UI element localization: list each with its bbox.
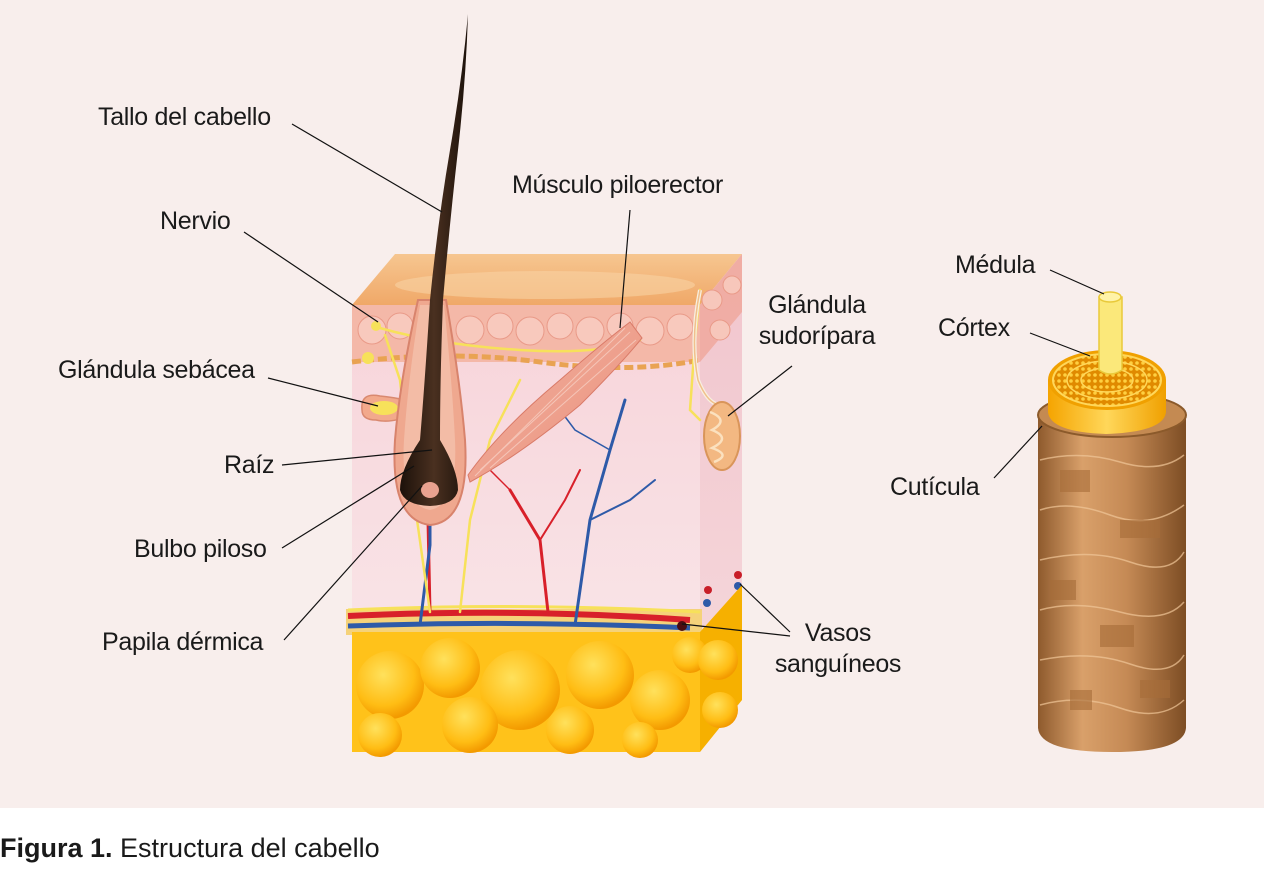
label-dermal-papilla: Papila dérmica	[102, 628, 264, 656]
leader-lines	[243, 123, 1105, 641]
label-sweat-gland-line2: sudorípara	[758, 322, 876, 351]
fat-cells	[356, 637, 738, 758]
label-sebaceous-gland: Glándula sebácea	[58, 356, 255, 384]
figure-caption: Figura 1. Estructura del cabello	[0, 833, 380, 873]
label-blood-vessels-line1: Vasos	[804, 619, 872, 647]
artery-main	[347, 609, 691, 623]
label-medulla: Médula	[955, 251, 1036, 279]
caption-text: Estructura del cabello	[120, 833, 380, 863]
vein-main	[347, 620, 691, 631]
medulla-core	[1098, 296, 1123, 375]
label-nerve: Nervio	[160, 207, 231, 235]
label-cortex: Córtex	[938, 314, 1010, 342]
dermal-papilla	[421, 482, 439, 498]
arrector-pili-muscle	[467, 321, 643, 483]
label-root: Raíz	[224, 451, 275, 479]
label-blood-vessels-line2: sanguíneos	[774, 650, 902, 679]
label-hair-bulb: Bulbo piloso	[134, 535, 267, 563]
label-hair-shaft: Tallo del cabello	[98, 103, 271, 131]
label-sweat-gland-line1: Glándula	[768, 291, 866, 319]
skin-diagram	[243, 14, 1187, 758]
hair-structure-figure: Tallo del cabello Nervio Glándula sebáce…	[0, 0, 1264, 808]
label-blood-vessels: Vasos sanguíneos	[768, 618, 908, 681]
label-sweat-gland: Glándula sudorípara	[752, 290, 882, 353]
caption-number: Figura 1.	[0, 833, 113, 863]
cuticle-layer	[1038, 415, 1186, 752]
label-cuticle: Cutícula	[890, 473, 980, 501]
label-arrector-pili: Músculo piloerector	[512, 171, 724, 199]
hair-cross-section	[1037, 291, 1187, 752]
vessel-cross-section	[677, 621, 687, 631]
sweat-gland	[692, 289, 741, 471]
hair-shaft	[400, 14, 468, 506]
